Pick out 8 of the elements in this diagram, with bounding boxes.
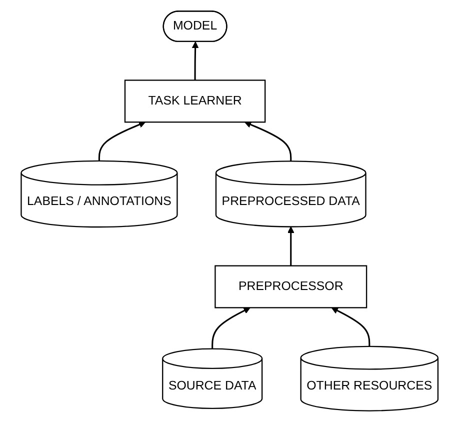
arrow: [288, 226, 295, 266]
arrow: [244, 121, 292, 162]
node-box: TASK LEARNER: [124, 80, 266, 123]
arrow: [212, 307, 251, 349]
node-box: PREPROCESSOR: [215, 265, 368, 308]
arrow: [98, 121, 146, 161]
arrow: [192, 42, 200, 80]
arrow: [332, 307, 371, 346]
